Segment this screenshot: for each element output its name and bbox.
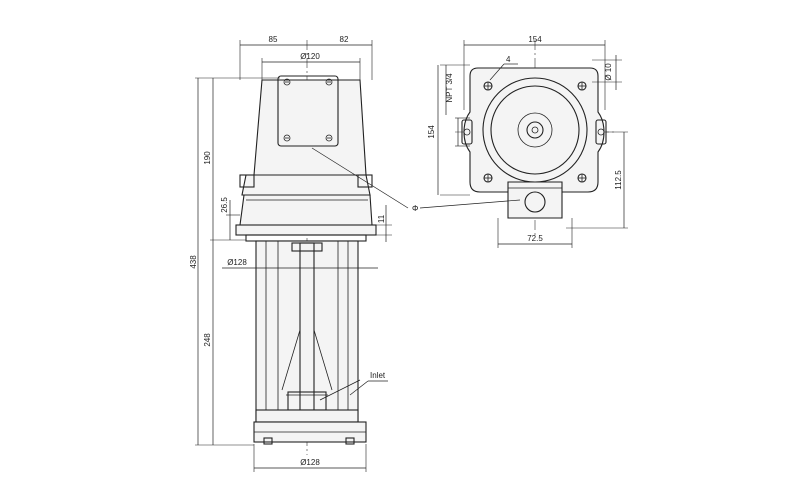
pump-base — [255, 409, 359, 423]
dim-diameter-128-base: Ø128 — [300, 458, 320, 467]
dim-26-5: 26.5 — [220, 197, 229, 213]
dim-248: 248 — [203, 333, 212, 347]
dim-diameter-120: Ø120 — [300, 52, 320, 61]
motor-adapter — [239, 194, 373, 226]
outlet-port — [507, 181, 563, 219]
hole-count-label: 4 — [506, 55, 511, 64]
thread-label: NPT 3/4 — [445, 73, 454, 103]
dim-154-height: 154 — [427, 125, 436, 139]
top-view-dimensions: 154 4 Ø 10 NPT 3/4 154 112.5 72.5 — [419, 35, 628, 248]
dim-190: 190 — [203, 151, 212, 165]
terminal-box — [277, 75, 339, 147]
pump-column — [255, 240, 359, 422]
dim-72-5: 72.5 — [527, 234, 543, 243]
dim-hole-diameter: Ø 10 — [604, 63, 613, 81]
side-view-dimensions: 85 82 Ø120 438 190 248 26.5 11 Ø128 Ø128 — [189, 35, 418, 472]
top-view — [455, 40, 615, 235]
motor-housing — [253, 79, 367, 176]
dim-82: 82 — [340, 35, 349, 44]
dim-diameter-128-collar: Ø128 — [227, 258, 247, 267]
dim-438: 438 — [189, 255, 198, 269]
top-flange-outline — [463, 67, 605, 193]
side-view — [235, 40, 377, 455]
dim-112-5: 112.5 — [614, 170, 623, 190]
phi-symbol: Φ — [412, 204, 418, 213]
mounting-flange — [235, 224, 377, 236]
inlet-label: Inlet — [370, 371, 386, 380]
dim-85: 85 — [269, 35, 278, 44]
dim-11: 11 — [377, 214, 386, 223]
dim-154-width: 154 — [528, 35, 542, 44]
